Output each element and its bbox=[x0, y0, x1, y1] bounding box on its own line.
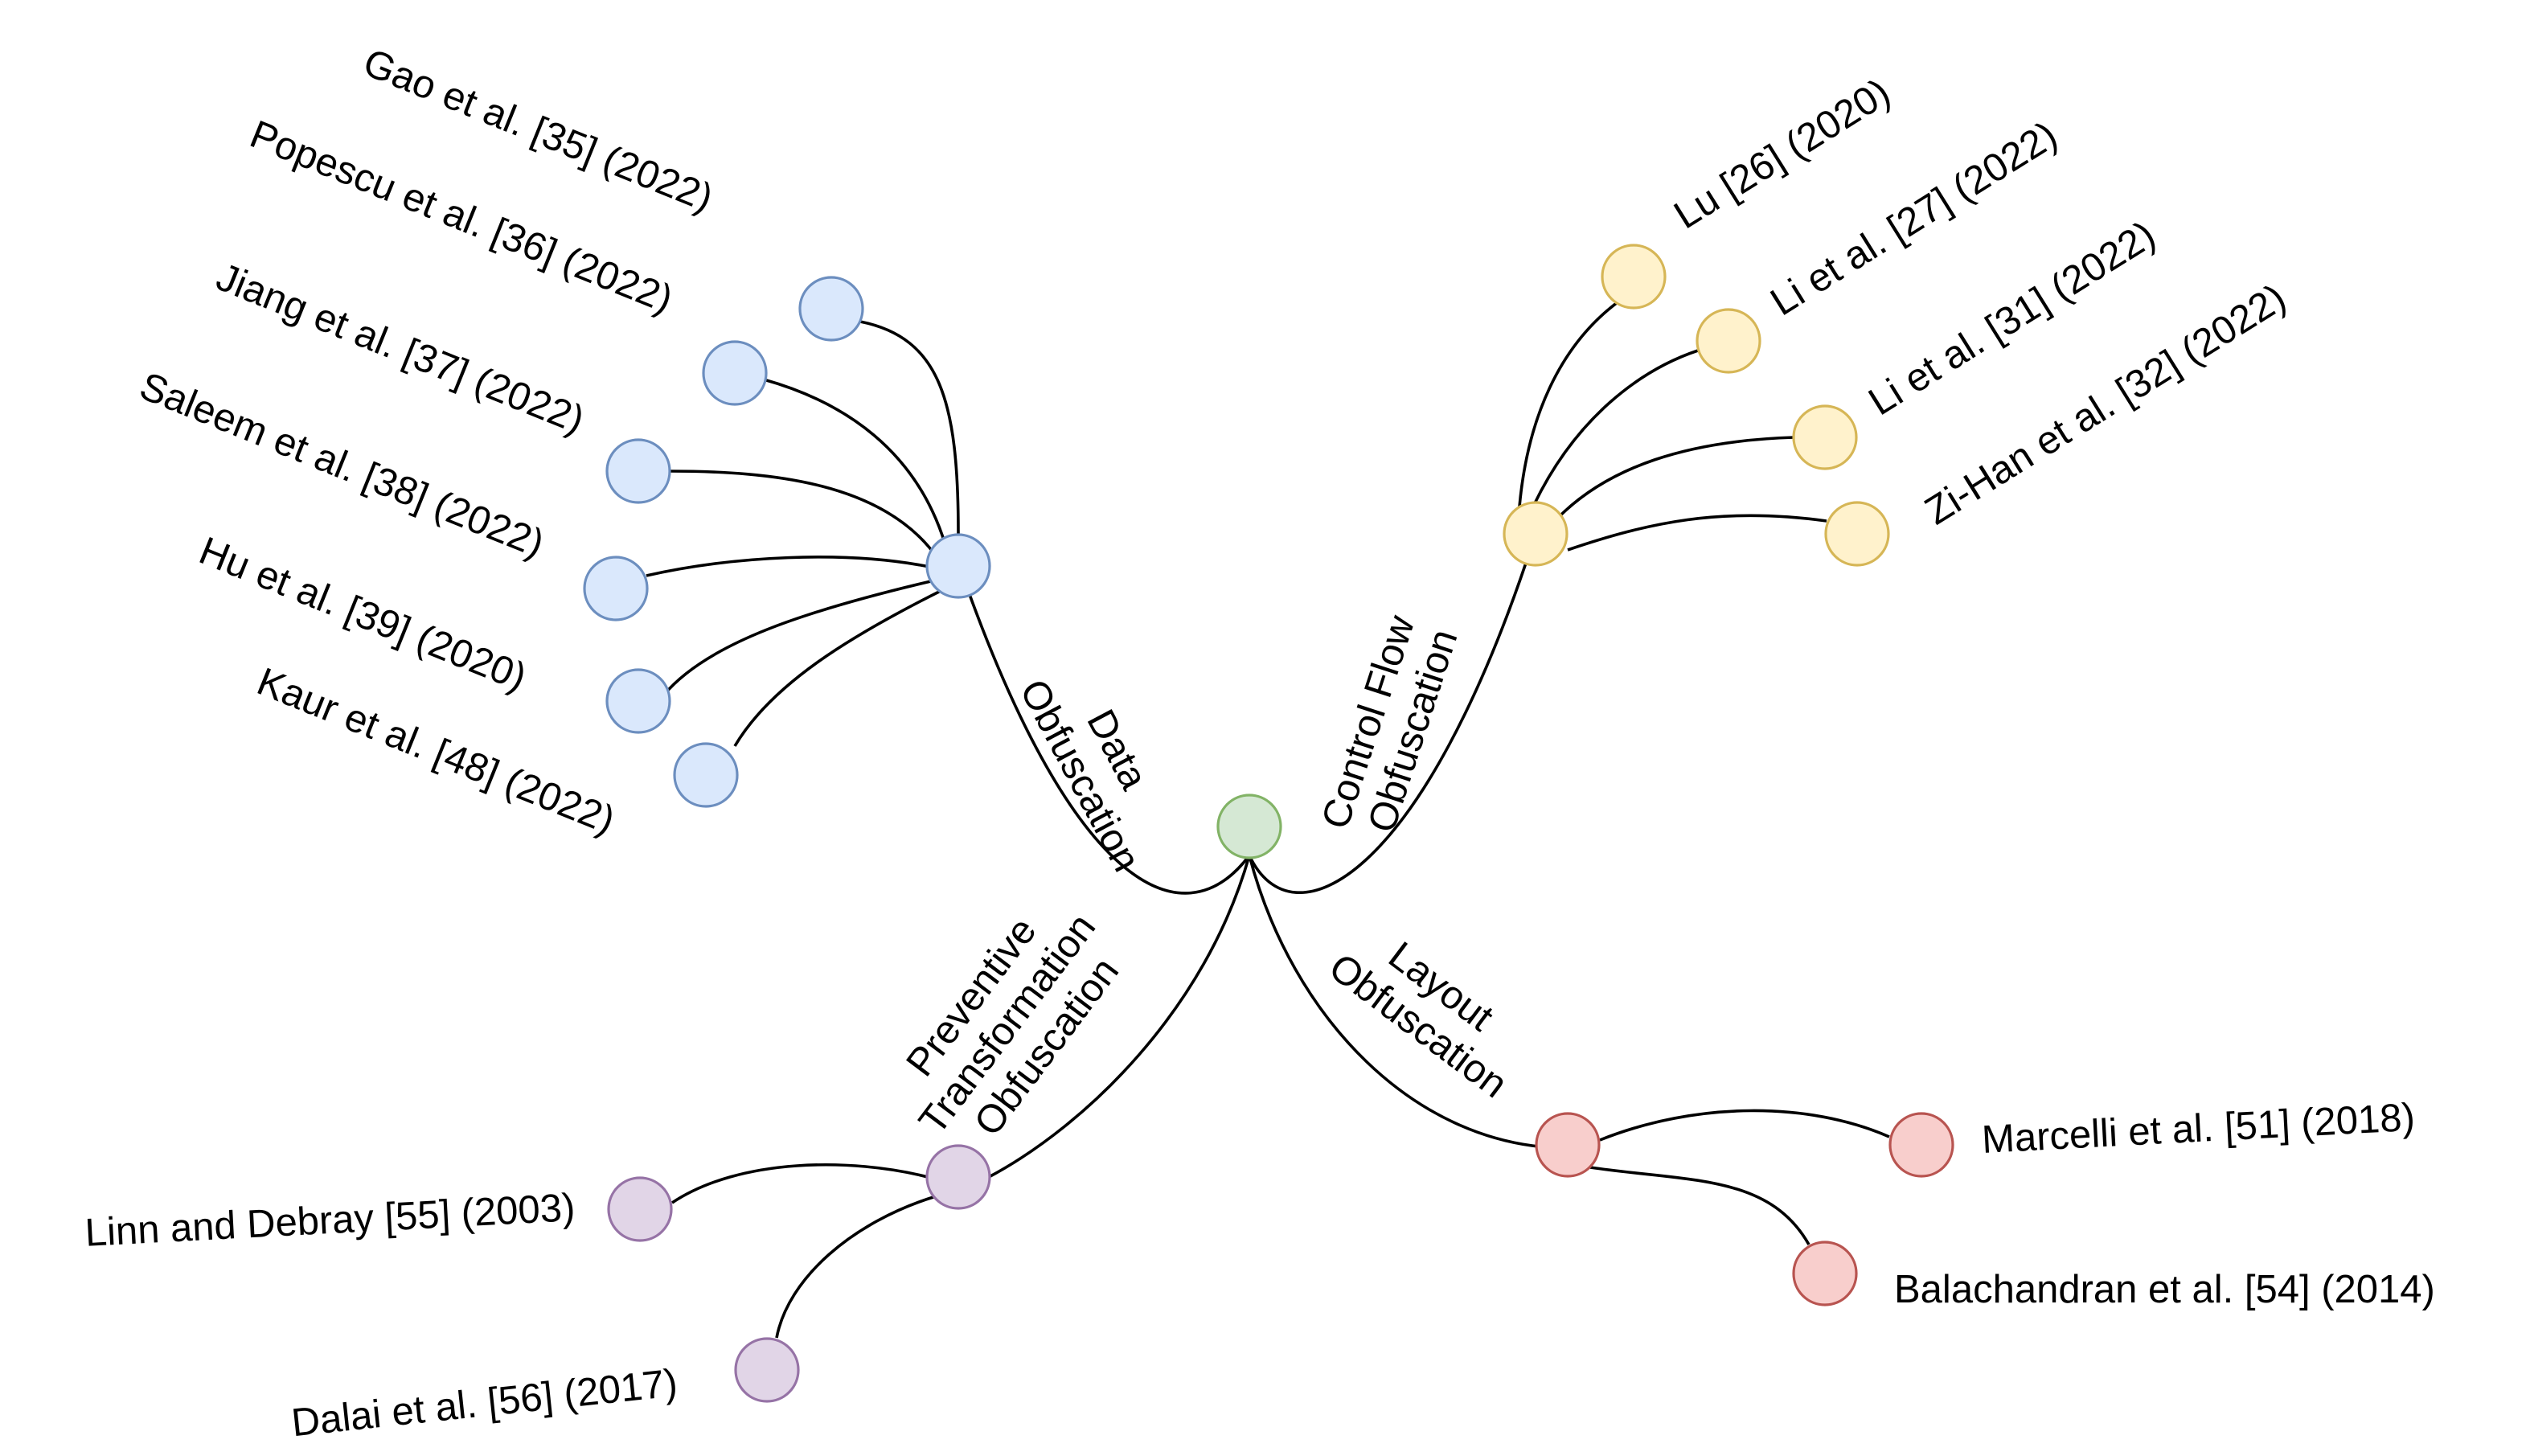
leaf-label-linn: Linn and Debray [55] (2003) bbox=[84, 1186, 576, 1255]
edge-root-preventive bbox=[988, 855, 1251, 1179]
edge-control-zihan bbox=[1567, 514, 1827, 552]
edge-data-hu bbox=[662, 579, 935, 696]
edge-root-control bbox=[1248, 533, 1537, 894]
edge-layout-marcelli bbox=[1599, 1109, 1890, 1142]
branch-labels: Data Obfuscation Control Flow Obfuscatio… bbox=[875, 600, 1542, 1169]
edge-data-popescu bbox=[763, 378, 947, 546]
data-hub-node bbox=[925, 533, 991, 599]
leaf-node-li27 bbox=[1696, 308, 1761, 374]
leaf-node-gao bbox=[798, 276, 864, 342]
edge-data-gao bbox=[859, 320, 960, 535]
leaf-node-zihan bbox=[1824, 501, 1890, 567]
leaf-label-lu: Lu [26] (2020) bbox=[1667, 71, 1897, 237]
edges bbox=[646, 301, 1890, 1339]
leaf-node-hu bbox=[605, 668, 671, 734]
edge-control-li27 bbox=[1532, 349, 1699, 506]
leaf-node-balachandran bbox=[1792, 1241, 1858, 1306]
edge-root-layout bbox=[1248, 855, 1568, 1150]
leaf-label-zihan: Zi-Han et al. [32] (2022) bbox=[1917, 276, 2293, 533]
leaf-node-saleem bbox=[583, 556, 649, 621]
leaf-node-jiang bbox=[605, 438, 671, 504]
leaf-label-balachandran: Balachandran et al. [54] (2014) bbox=[1894, 1268, 2435, 1311]
leaf-node-linn bbox=[607, 1176, 673, 1242]
leaf-labels: Gao et al. [35] (2022) Popescu et al. [3… bbox=[84, 41, 2434, 1446]
leaf-node-popescu bbox=[702, 340, 768, 406]
leaf-node-dalai bbox=[734, 1337, 800, 1403]
edge-root-data bbox=[957, 562, 1251, 895]
control-hub-node bbox=[1503, 501, 1568, 567]
edge-control-li31 bbox=[1555, 436, 1795, 521]
branch-label-data: Data Obfuscation bbox=[1011, 651, 1188, 879]
edge-data-saleem bbox=[646, 556, 930, 577]
layout-hub-node bbox=[1535, 1112, 1601, 1178]
edge-data-kaur bbox=[733, 589, 943, 747]
nodes bbox=[583, 244, 1954, 1403]
edge-data-jiang bbox=[668, 470, 939, 560]
branch-label-layout: Layout Obfuscation bbox=[1321, 909, 1542, 1106]
leaf-label-kaur: Kaur et al. [48] (2022) bbox=[251, 660, 621, 843]
leaf-label-marcelli: Marcelli et al. [51] (2018) bbox=[1981, 1096, 2416, 1162]
edge-preventive-linn bbox=[671, 1163, 929, 1204]
leaf-node-kaur bbox=[673, 742, 739, 808]
leaf-node-marcelli bbox=[1888, 1112, 1954, 1178]
edge-preventive-dalai bbox=[775, 1195, 937, 1339]
edge-control-lu bbox=[1518, 301, 1619, 507]
preventive-hub-node bbox=[925, 1144, 991, 1210]
root-node bbox=[1216, 794, 1282, 859]
edge-layout-balachandran bbox=[1589, 1166, 1810, 1245]
leaf-label-hu: Hu et al. [39] (2020) bbox=[193, 529, 532, 699]
leaf-label-dalai: Dalai et al. [56] (2017) bbox=[289, 1361, 679, 1445]
leaf-node-lu bbox=[1601, 244, 1667, 310]
leaf-node-li31 bbox=[1792, 404, 1858, 470]
branch-label-control: Control Flow Obfuscation bbox=[1314, 600, 1470, 848]
branch-label-preventive: Preventive Transformation Obfuscation bbox=[875, 870, 1146, 1169]
